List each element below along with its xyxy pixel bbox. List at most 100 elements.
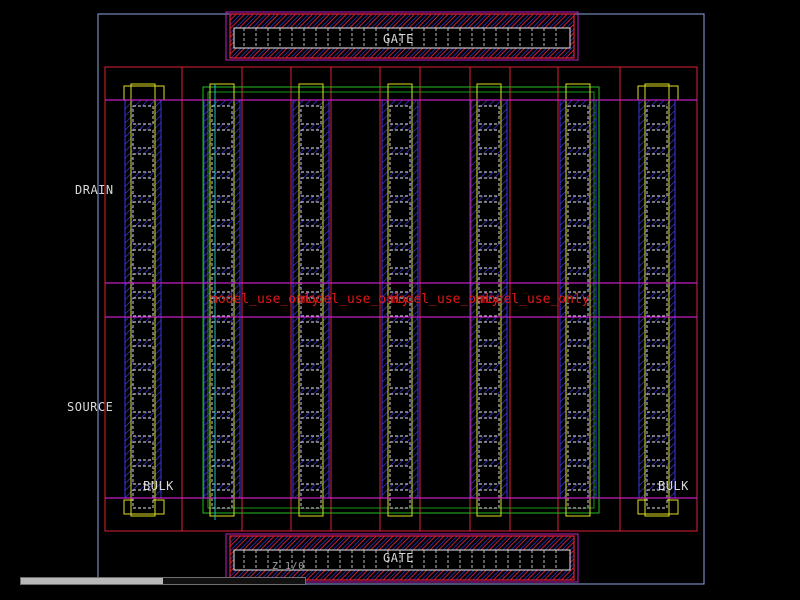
transistor-fingers[interactable] (124, 83, 676, 517)
contact (300, 297, 322, 317)
gate-pad-bottom[interactable] (225, 533, 579, 583)
finger-1[interactable] (124, 83, 162, 517)
implant-right-top (637, 85, 679, 101)
contact (646, 129, 668, 149)
contact (211, 369, 233, 389)
contact (646, 489, 668, 509)
contact (300, 249, 322, 269)
contact (646, 105, 668, 125)
gate-label-top: GATE (383, 32, 414, 46)
contact (646, 465, 668, 485)
finger-7[interactable] (638, 83, 676, 517)
metal-rails (105, 99, 697, 499)
scrollbar-thumb[interactable] (21, 578, 163, 584)
finger-2[interactable] (203, 83, 241, 517)
contact (478, 297, 500, 317)
contact (567, 105, 589, 125)
contact (567, 369, 589, 389)
contact (567, 393, 589, 413)
contact (389, 417, 411, 437)
contact (478, 225, 500, 245)
finger-6[interactable] (559, 83, 597, 517)
contact (478, 345, 500, 365)
contact (211, 129, 233, 149)
contact (211, 153, 233, 173)
contact (567, 417, 589, 437)
bulk-label-right: BULK (658, 479, 689, 493)
contact (132, 153, 154, 173)
finger-outline (476, 83, 502, 517)
contact (300, 153, 322, 173)
poly-vertical-lines (105, 67, 697, 531)
contact (132, 489, 154, 509)
contact (300, 321, 322, 341)
contact (646, 153, 668, 173)
contact (567, 441, 589, 461)
watermark-2: model_use_only (300, 292, 410, 307)
contact (132, 345, 154, 365)
contact (389, 345, 411, 365)
contact (389, 489, 411, 509)
contact (132, 297, 154, 317)
gate-pad-top[interactable] (225, 11, 579, 61)
contact (211, 225, 233, 245)
contact (389, 369, 411, 389)
bulk-label-left: BULK (143, 479, 174, 493)
gate-pad-outline (225, 533, 579, 583)
contact (300, 105, 322, 125)
contact (567, 129, 589, 149)
finger-outline (298, 83, 324, 517)
contact (132, 321, 154, 341)
contact (300, 393, 322, 413)
contact (300, 177, 322, 197)
contact (646, 393, 668, 413)
contact (300, 225, 322, 245)
contact (300, 489, 322, 509)
contact (211, 417, 233, 437)
contact (132, 441, 154, 461)
contact (211, 345, 233, 365)
contact (478, 321, 500, 341)
contact (567, 321, 589, 341)
finger-outline (130, 83, 156, 517)
contact (300, 441, 322, 461)
contact (567, 249, 589, 269)
contact (132, 417, 154, 437)
contact (478, 153, 500, 173)
contact (478, 105, 500, 125)
finger-outline (644, 83, 670, 517)
finger-outline (209, 83, 235, 517)
contact (300, 129, 322, 149)
contact (478, 441, 500, 461)
source-label: SOURCE (67, 400, 114, 414)
contact (478, 393, 500, 413)
contact (567, 465, 589, 485)
contact (211, 105, 233, 125)
contact (389, 249, 411, 269)
contact (132, 465, 154, 485)
contact (132, 105, 154, 125)
contact (646, 345, 668, 365)
contact (478, 369, 500, 389)
contact (646, 417, 668, 437)
contact (567, 297, 589, 317)
gate-contact-strip (233, 27, 571, 49)
contact (211, 465, 233, 485)
finger-4[interactable] (381, 83, 419, 517)
contact (211, 489, 233, 509)
contact (211, 393, 233, 413)
contact (567, 177, 589, 197)
contact (300, 465, 322, 485)
finger-3[interactable] (292, 83, 330, 517)
contact (132, 129, 154, 149)
contact (646, 225, 668, 245)
contact (646, 201, 668, 221)
horizontal-scrollbar[interactable] (20, 577, 306, 585)
contact (300, 345, 322, 365)
contact (567, 201, 589, 221)
finger-outline (387, 83, 413, 517)
contact (478, 129, 500, 149)
contact (646, 297, 668, 317)
contact (389, 129, 411, 149)
